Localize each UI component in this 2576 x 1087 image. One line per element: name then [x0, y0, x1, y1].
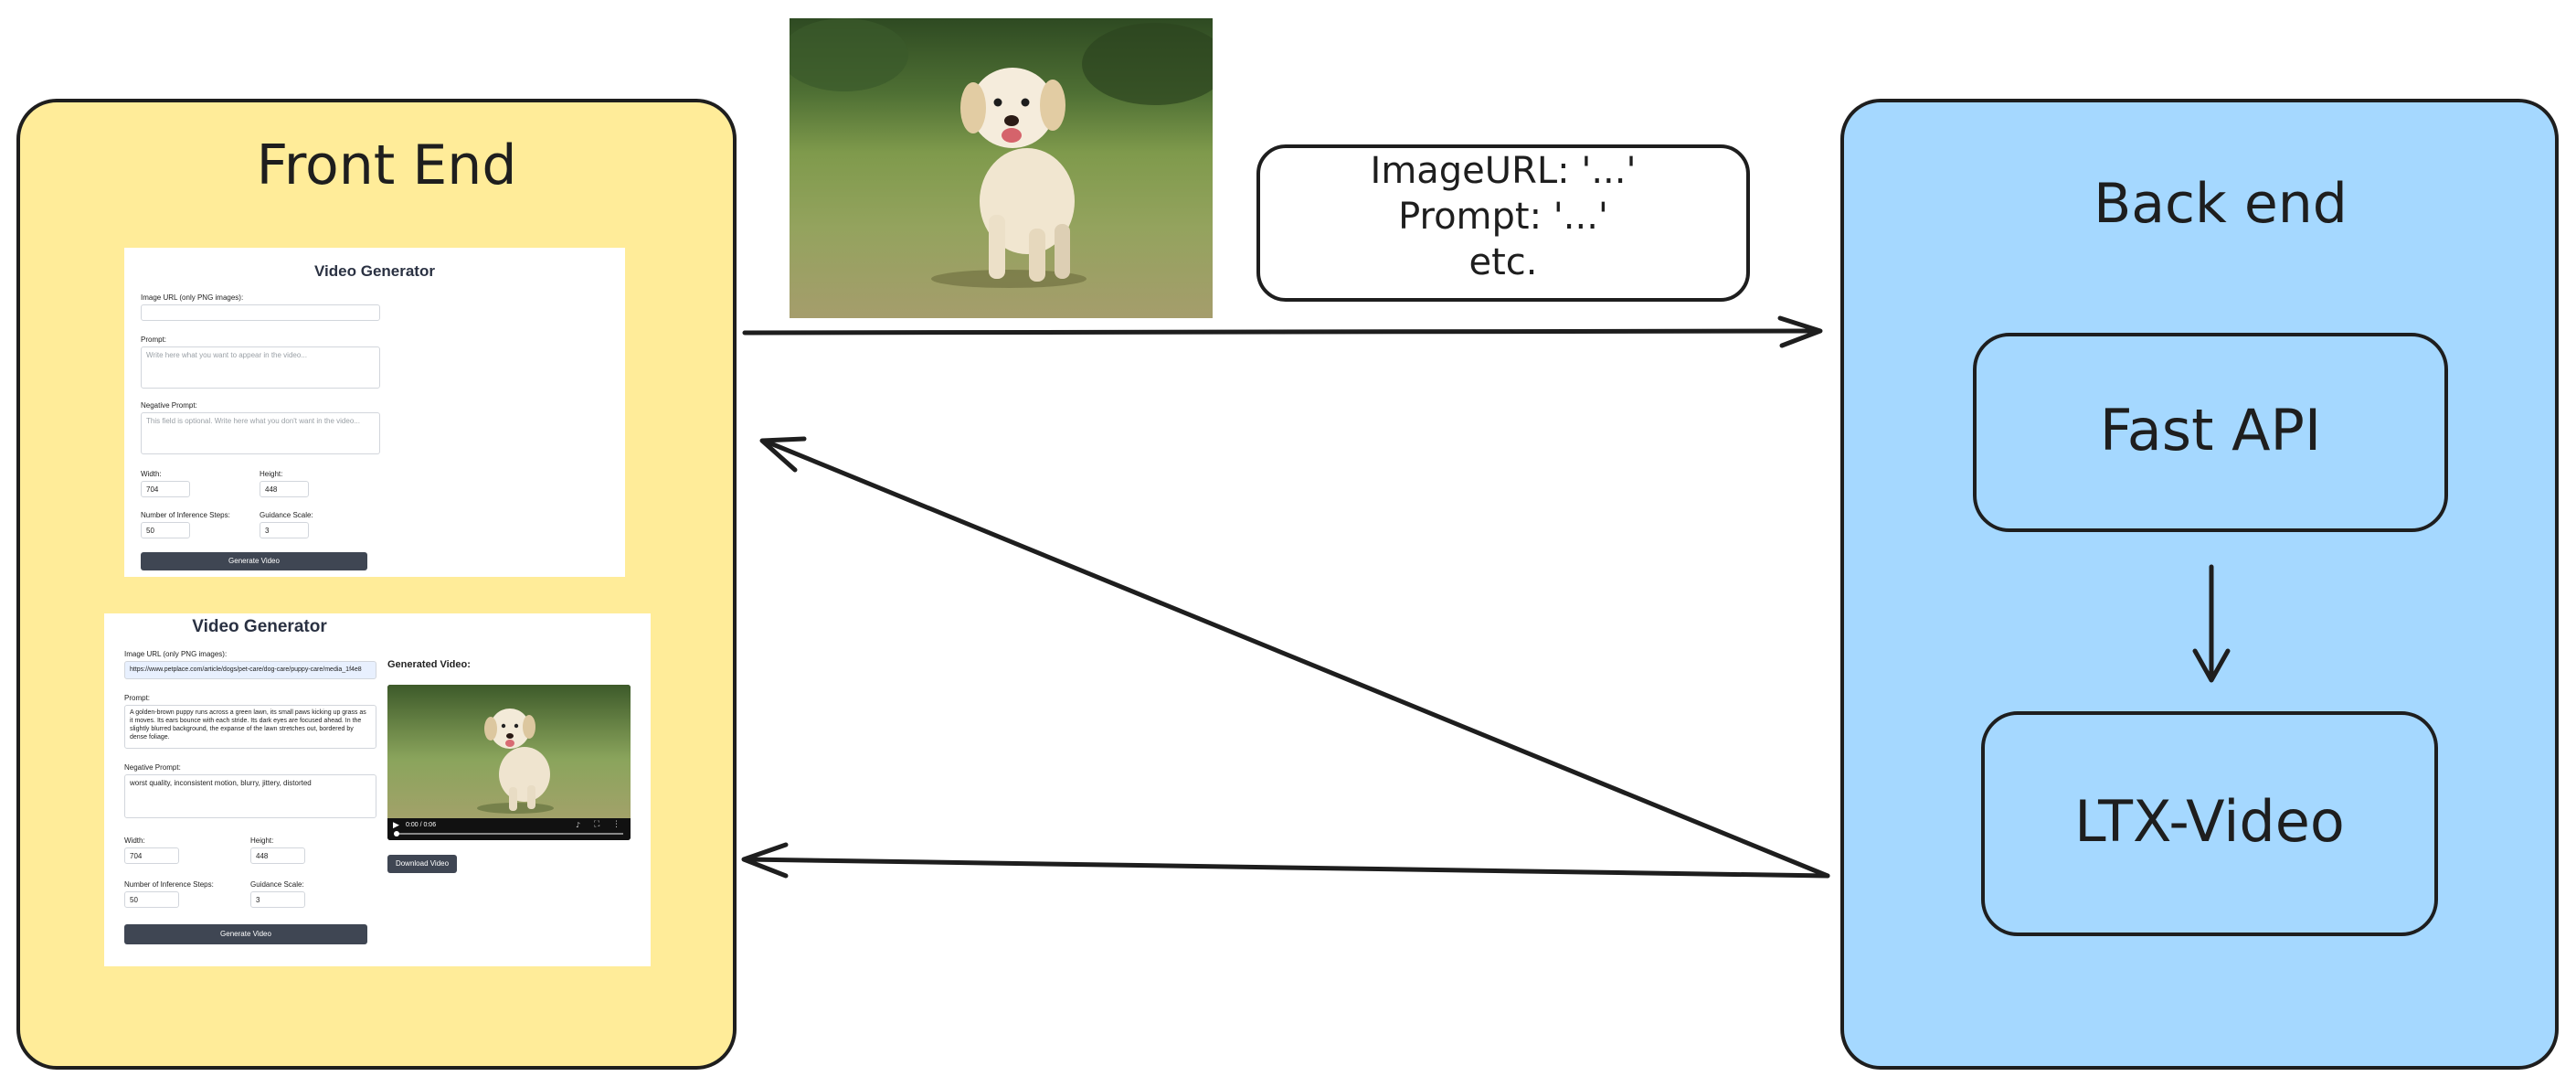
- form1-prompt-textarea[interactable]: Write here what you want to appear in th…: [141, 346, 380, 389]
- play-icon[interactable]: ▶: [393, 821, 399, 830]
- generated-video-player[interactable]: ▶ 0:00 / 0:06 ♪ ⛶ ⋮: [387, 685, 631, 840]
- request-arrow: [742, 328, 1821, 336]
- fastapi-box: [1973, 333, 2448, 532]
- form1-width-input[interactable]: 704: [141, 481, 190, 497]
- form2-prompt-label: Prompt:: [124, 694, 151, 702]
- form1-title: Video Generator: [314, 262, 435, 280]
- response-arrowhead-horizontal: [741, 842, 789, 879]
- form1-negative-prompt-label: Negative Prompt:: [141, 401, 197, 410]
- video-generator-form-empty: Video Generator Image URL (only PNG imag…: [124, 248, 625, 577]
- form1-height-input[interactable]: 448: [260, 481, 309, 497]
- form2-guidance-label: Guidance Scale:: [250, 880, 304, 889]
- form1-prompt-label: Prompt:: [141, 336, 167, 344]
- ltx-video-label: LTX-Video: [2074, 788, 2345, 855]
- download-video-button[interactable]: Download Video: [387, 855, 457, 873]
- request-prompt-line: Prompt: '...': [1398, 196, 1608, 238]
- form1-steps-input[interactable]: 50: [141, 522, 190, 538]
- form1-negative-prompt-textarea[interactable]: This field is optional. Write here what …: [141, 412, 380, 454]
- more-options-icon[interactable]: ⋮: [612, 820, 620, 829]
- frontend-title: Front End: [256, 133, 517, 197]
- video-generator-form-filled: Video Generator Image URL (only PNG imag…: [104, 613, 651, 966]
- video-progress-track[interactable]: [395, 833, 623, 835]
- form2-negative-prompt-label: Negative Prompt:: [124, 763, 181, 772]
- form1-image-url-input[interactable]: [141, 304, 380, 321]
- form1-steps-label: Number of Inference Steps:: [141, 511, 230, 519]
- volume-icon[interactable]: ♪: [576, 821, 581, 829]
- form2-image-url-label: Image URL (only PNG images):: [124, 650, 228, 658]
- ltx-video-box: [1981, 711, 2438, 936]
- form2-steps-label: Number of Inference Steps:: [124, 880, 214, 889]
- backend-title: Back end: [2094, 172, 2348, 236]
- form2-width-label: Width:: [124, 837, 145, 845]
- request-arrowhead: [1777, 315, 1823, 348]
- form1-generate-button[interactable]: Generate Video: [141, 552, 367, 570]
- generated-video-label: Generated Video:: [387, 659, 471, 670]
- form1-width-label: Width:: [141, 470, 162, 478]
- request-payload-box: [1256, 144, 1750, 302]
- form1-height-label: Height:: [260, 470, 283, 478]
- form2-prompt-textarea[interactable]: A golden-brown puppy runs across a green…: [124, 705, 376, 749]
- response-arrowhead-diagonal: [759, 436, 807, 473]
- puppy-photo: [790, 18, 1213, 318]
- form1-guidance-label: Guidance Scale:: [260, 511, 313, 519]
- form2-title: Video Generator: [192, 617, 327, 636]
- video-time: 0:00 / 0:06: [406, 822, 437, 828]
- form2-image-url-input[interactable]: https://www.petplace.com/article/dogs/pe…: [124, 661, 376, 679]
- fastapi-to-ltx-arrowhead: [2192, 648, 2231, 683]
- fastapi-label: Fast API: [2099, 397, 2322, 464]
- form2-generate-button[interactable]: Generate Video: [124, 924, 367, 944]
- backend-panel: [1840, 99, 2559, 1070]
- request-imageurl-line: ImageURL: '...': [1370, 150, 1637, 192]
- video-controls-bar: ▶ 0:00 / 0:06 ♪ ⛶ ⋮: [387, 818, 631, 840]
- form1-image-url-label: Image URL (only PNG images):: [141, 293, 244, 302]
- form2-height-input[interactable]: 448: [250, 847, 305, 864]
- response-arrow-horizontal: [743, 857, 1830, 879]
- form2-width-input[interactable]: 704: [124, 847, 179, 864]
- form2-height-label: Height:: [250, 837, 274, 845]
- response-arrow-diagonal: [761, 438, 1830, 879]
- puppy-video-frame: [387, 685, 631, 820]
- request-etc-line: etc.: [1468, 241, 1538, 283]
- video-progress-thumb[interactable]: [394, 831, 399, 837]
- form2-steps-input[interactable]: 50: [124, 891, 179, 908]
- form2-guidance-input[interactable]: 3: [250, 891, 305, 908]
- form1-guidance-input[interactable]: 3: [260, 522, 309, 538]
- form2-negative-prompt-textarea[interactable]: worst quality, inconsistent motion, blur…: [124, 774, 376, 818]
- fullscreen-icon[interactable]: ⛶: [594, 820, 600, 829]
